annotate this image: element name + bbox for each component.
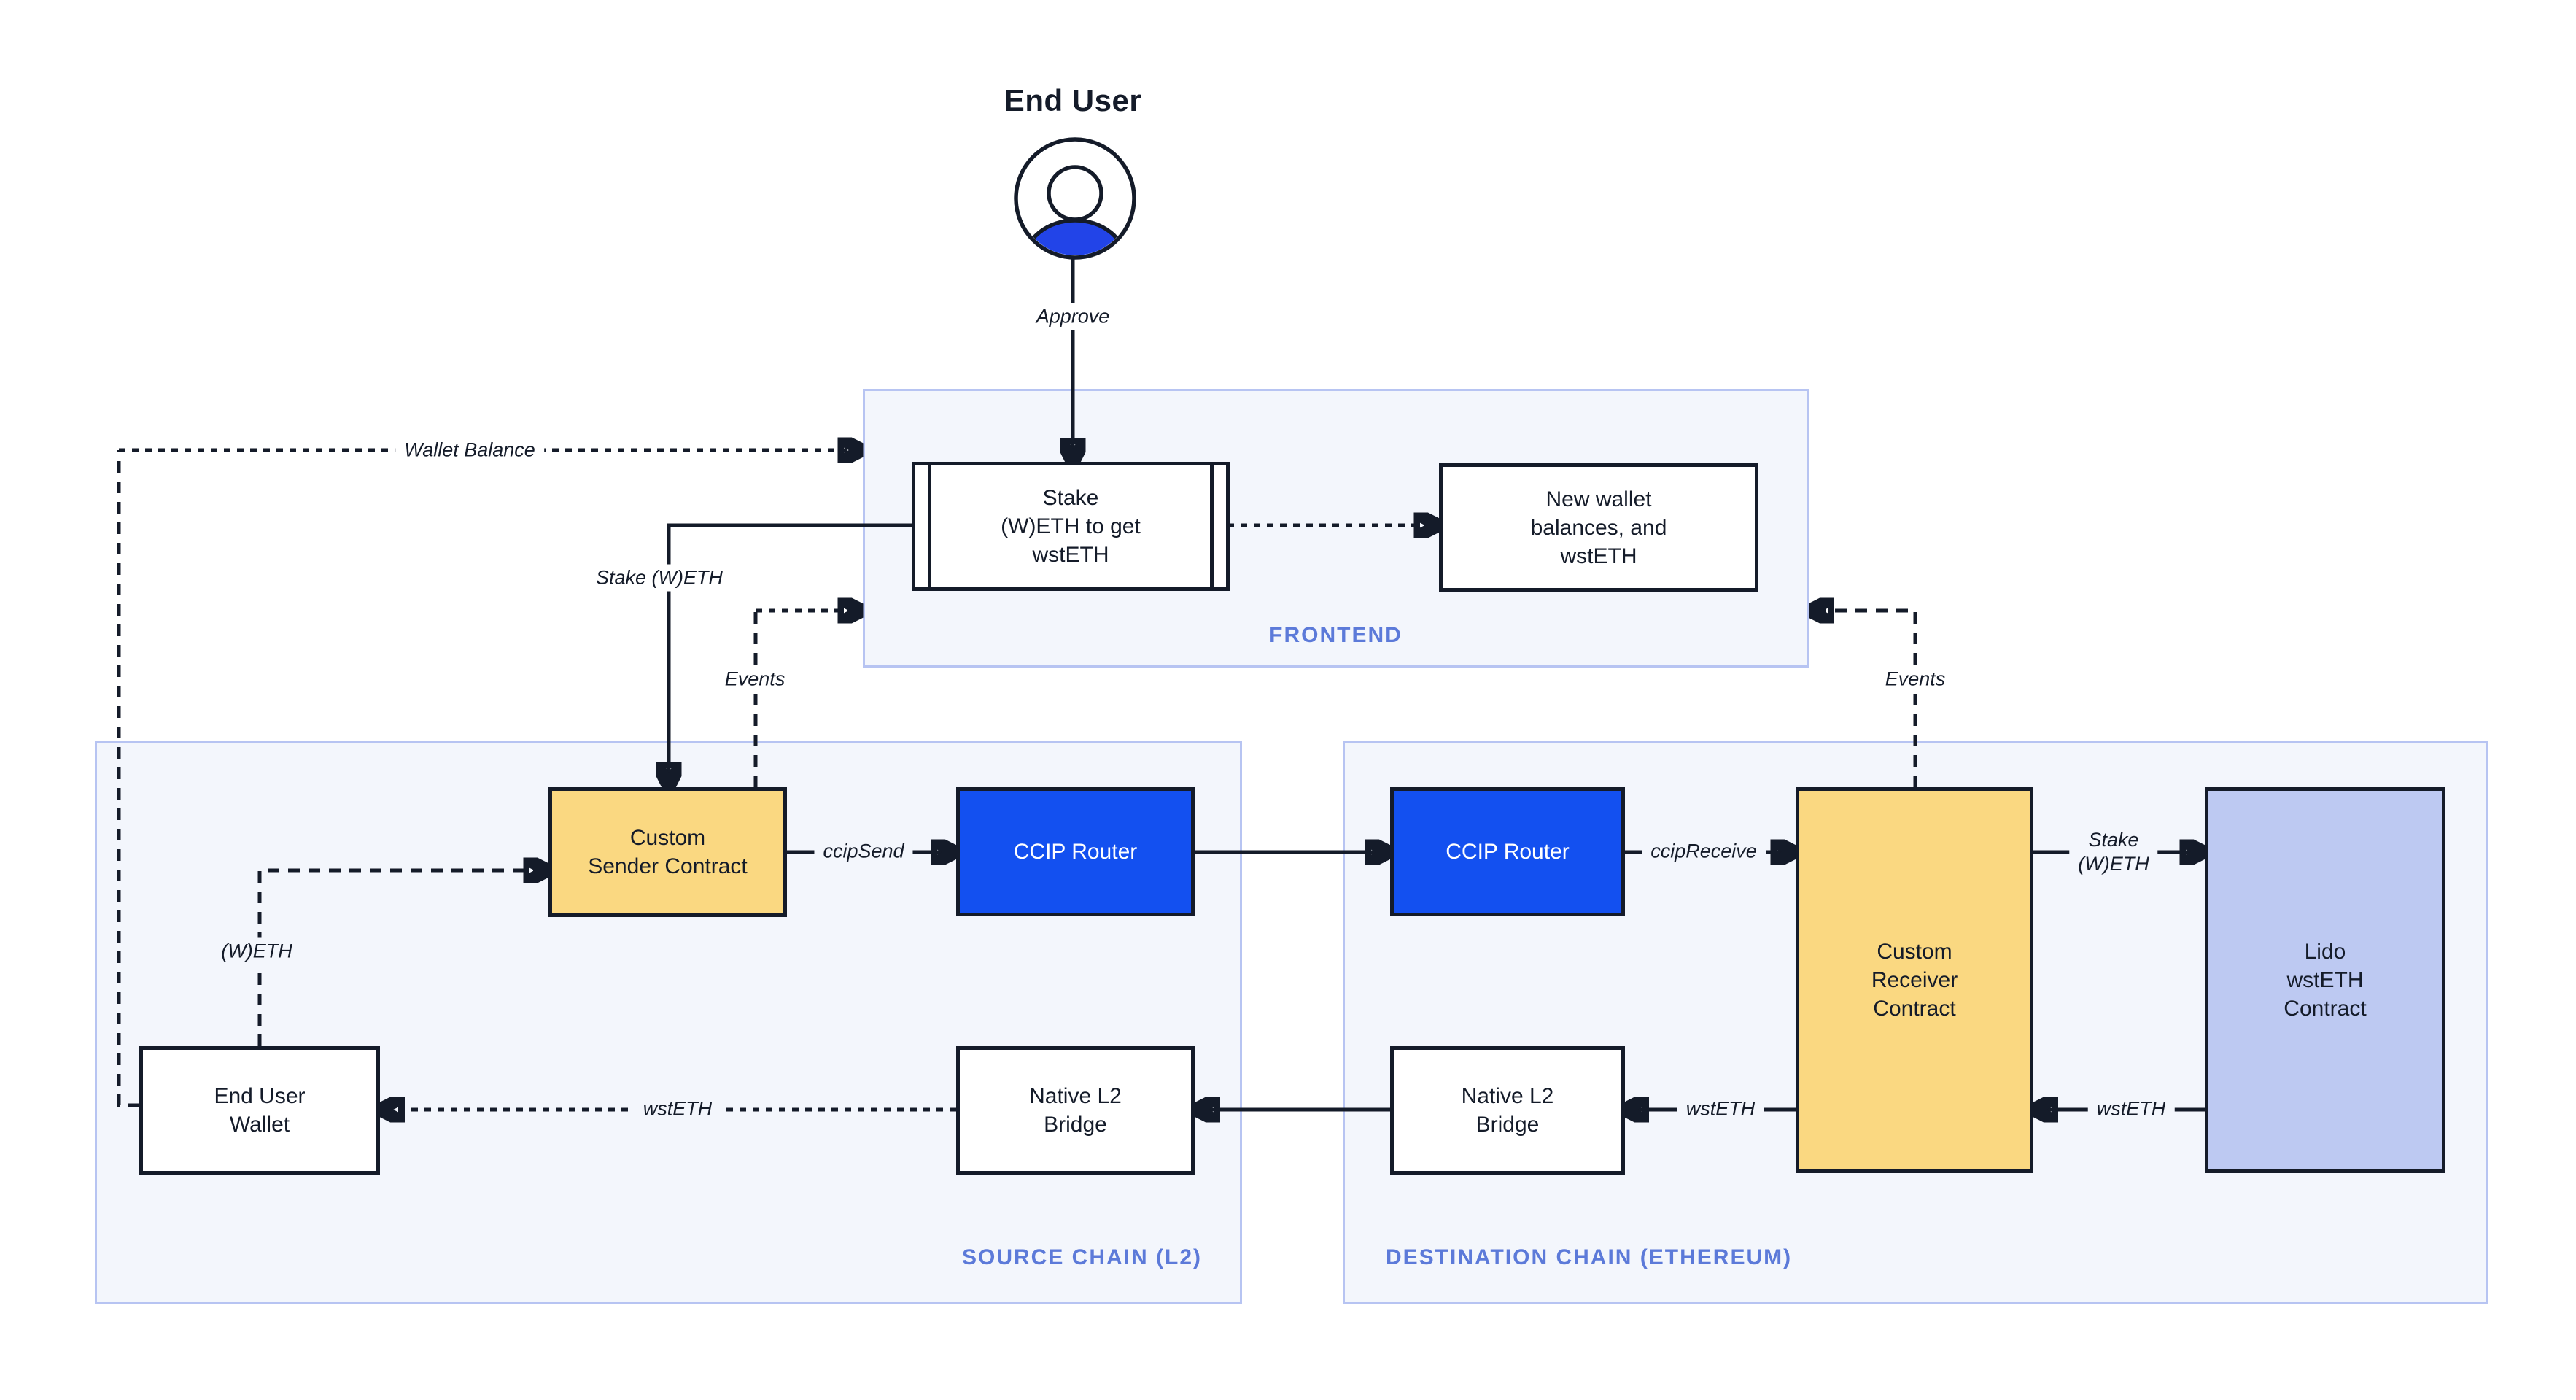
node-lido-wsteth-contract-label: Lido wstETH Contract [2284, 940, 2367, 1021]
node-native-l2-bridge-source: Native L2 Bridge [956, 1046, 1195, 1175]
node-native-l2-bridge-destination-label: Native L2 Bridge [1461, 1084, 1554, 1137]
frontend-container-label: FRONTEND [1269, 623, 1403, 647]
edge-label-wsteth-from-lido: wstETH [2087, 1095, 2175, 1123]
node-new-wallet-balances-label: New wallet balances, and wstETH [1530, 487, 1667, 568]
edge-label-ccip-send: ccipSend [814, 838, 913, 865]
node-ccip-router-source-label: CCIP Router [1013, 840, 1138, 864]
edge-events-destination [1812, 611, 1917, 787]
node-custom-sender-contract: Custom Sender Contract [548, 787, 787, 917]
node-custom-sender-contract-label: Custom Sender Contract [588, 826, 748, 878]
node-new-wallet-balances: New wallet balances, and wstETH [1439, 463, 1758, 592]
node-ccip-router-destination-label: CCIP Router [1446, 840, 1570, 864]
end-user-avatar-icon [1014, 137, 1136, 260]
edge-label-approve: Approve [1027, 303, 1119, 330]
edge-label-weth: (W)ETH [212, 937, 301, 965]
node-stake-action-label: Stake (W)ETH to get wstETH [1001, 486, 1141, 567]
edge-label-wallet-balance: Wallet Balance [395, 436, 544, 464]
node-stake-action: Stake (W)ETH to get wstETH [912, 462, 1230, 591]
subroutine-bar-right [1210, 465, 1214, 587]
destination-chain-container-label: DESTINATION CHAIN (ETHEREUM) [1386, 1245, 1793, 1269]
edge-weth [257, 870, 545, 1046]
source-chain-container-label: SOURCE CHAIN (L2) [961, 1245, 1202, 1269]
node-native-l2-bridge-destination: Native L2 Bridge [1390, 1046, 1625, 1175]
edge-label-ccip-receive: ccipReceive [1642, 838, 1766, 865]
node-end-user-wallet: End User Wallet [139, 1046, 380, 1175]
subroutine-bar-left [928, 465, 931, 587]
edge-label-wsteth-to-bridge: wstETH [1677, 1095, 1764, 1123]
edge-stake-weth [669, 523, 915, 784]
node-end-user-wallet-label: End User Wallet [214, 1084, 306, 1137]
end-user-label: End User [1004, 83, 1142, 117]
node-native-l2-bridge-source-label: Native L2 Bridge [1029, 1084, 1122, 1137]
edge-label-wsteth-to-wallet: wstETH [634, 1095, 721, 1123]
edge-label-events-source: Events [715, 665, 794, 693]
edge-wallet-balance-vertical [117, 450, 140, 1107]
node-ccip-router-source: CCIP Router [956, 787, 1195, 916]
edge-label-stake-weth: Stake (W)ETH [586, 564, 732, 592]
edge-label-stake-weth-destination: Stake (W)ETH [2069, 827, 2158, 878]
node-ccip-router-destination: CCIP Router [1390, 787, 1625, 916]
node-custom-receiver-contract: Custom Receiver Contract [1796, 787, 2033, 1173]
edge-label-events-destination: Events [1876, 665, 1955, 693]
node-lido-wsteth-contract: Lido wstETH Contract [2205, 787, 2445, 1173]
node-custom-receiver-contract-label: Custom Receiver Contract [1871, 940, 1958, 1021]
